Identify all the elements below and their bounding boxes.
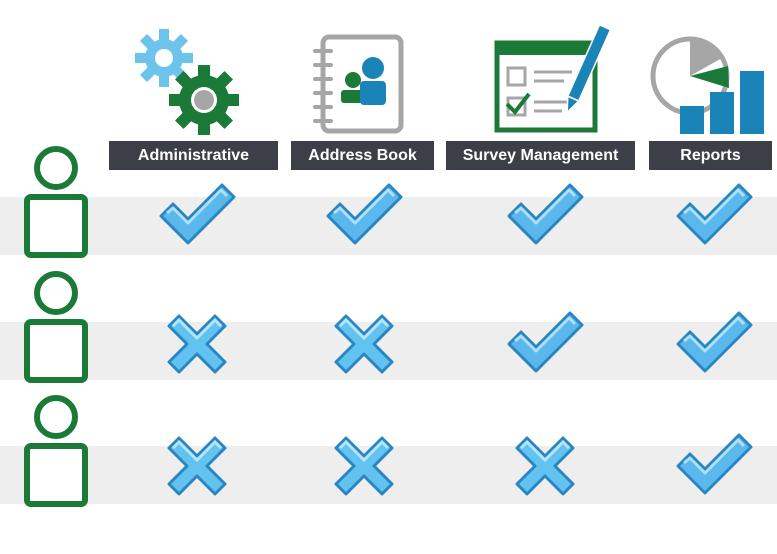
denied-x-icon [155,424,239,513]
row-band-3 [0,446,777,504]
allowed-check-icon [672,302,756,391]
denied-x-icon [322,424,406,513]
allowed-check-icon [322,174,406,263]
pie-bar-chart-icon [650,36,764,134]
survey-form-pen-icon [494,23,610,133]
column-label-administrative: Administrative [109,141,278,170]
denied-x-icon [155,302,239,391]
allowed-check-icon [155,174,239,263]
column-label-survey-management: Survey Management [446,141,635,170]
gears-icon [135,29,239,135]
column-label-reports: Reports [649,141,772,170]
denied-x-icon [503,424,587,513]
column-label-address-book: Address Book [291,141,434,170]
user-icon [24,146,88,258]
allowed-check-icon [503,174,587,263]
allowed-check-icon [672,174,756,263]
denied-x-icon [322,302,406,391]
user-icon [24,271,88,383]
allowed-check-icon [672,424,756,513]
allowed-check-icon [503,302,587,391]
address-book-icon [313,34,404,134]
row-band-2 [0,322,777,380]
user-icon [24,395,88,507]
